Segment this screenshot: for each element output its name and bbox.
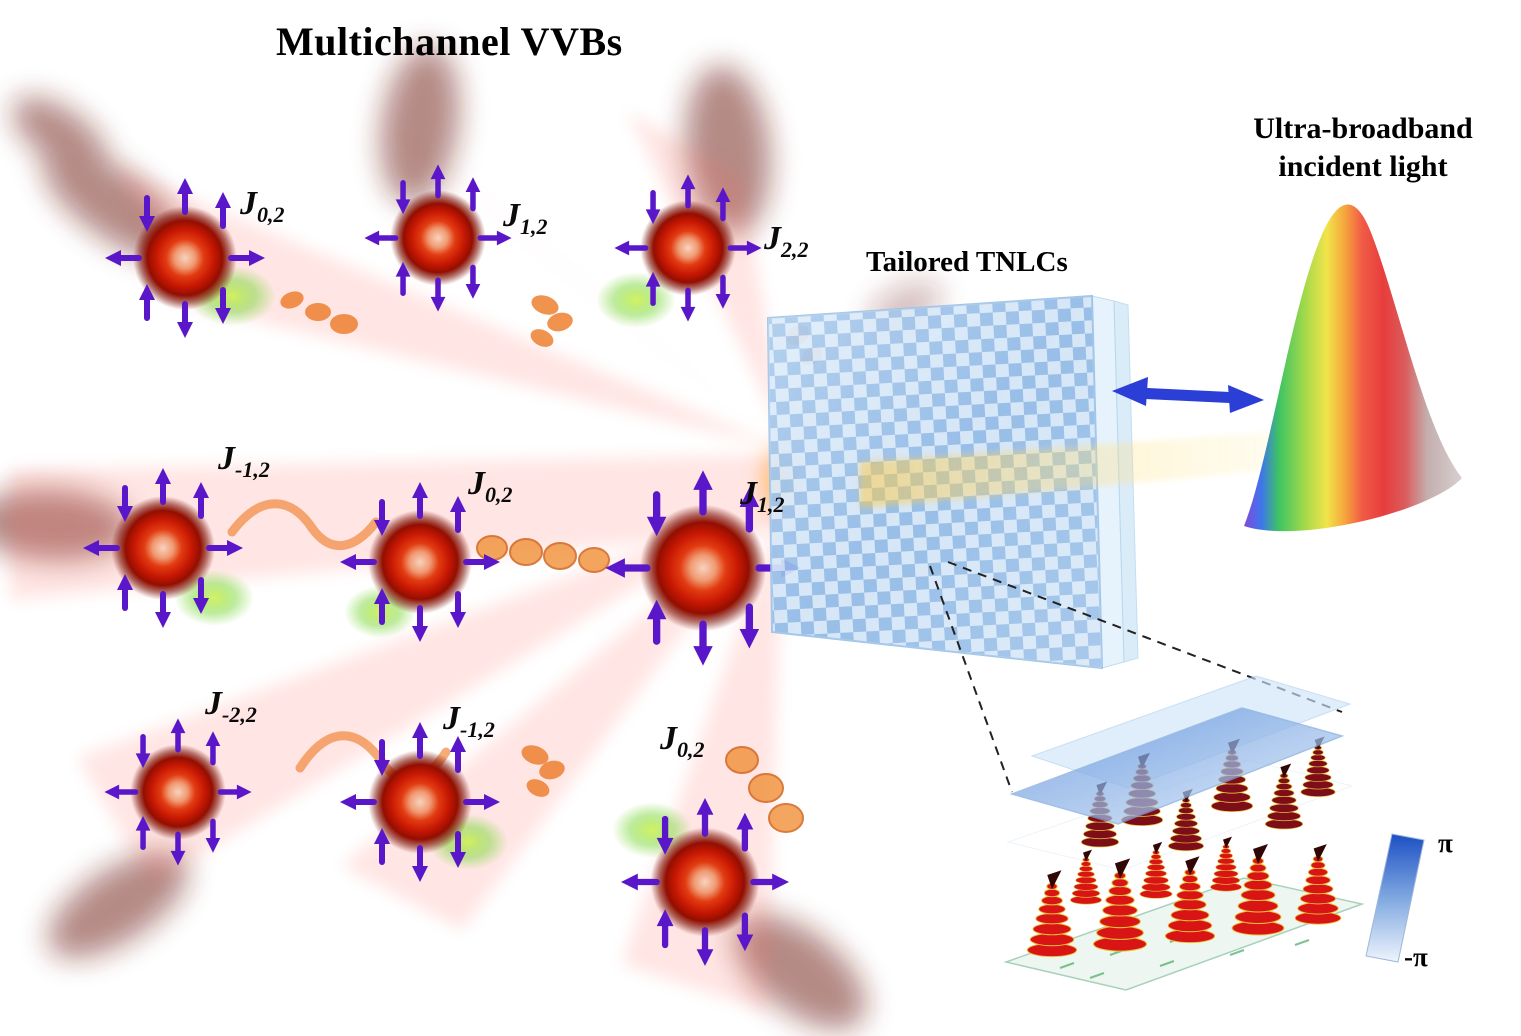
beam-label-5: J1,2 — [740, 475, 785, 518]
figure-title: Multichannel VVBs — [276, 19, 623, 64]
beam-label-0: J0,2 — [240, 185, 285, 228]
beam-symbol: J — [764, 220, 781, 257]
colorbar-top-label: π — [1438, 828, 1453, 858]
colorbar-bottom-label: -π — [1404, 942, 1428, 972]
beam-label-2: J2,2 — [764, 220, 809, 263]
double-arrow-icon — [1112, 377, 1264, 413]
beam-symbol: J — [660, 720, 677, 757]
beam-subscript: -2,2 — [222, 701, 257, 727]
incident-light-label: Ultra-broadband incident light — [1253, 112, 1473, 183]
beam-subscript: 0,2 — [257, 201, 285, 227]
beam-subscript: 0,2 — [485, 481, 513, 507]
beam-symbol: J — [218, 440, 235, 477]
beam-subscript: 0,2 — [677, 736, 705, 762]
incident-beam — [860, 430, 1300, 508]
beam-label-8: J0,2 — [660, 720, 705, 763]
beam-subscript: -1,2 — [460, 716, 495, 742]
spectrum-curve — [1244, 204, 1462, 532]
beam-label-7: J-1,2 — [443, 700, 495, 743]
beam-subscript: -1,2 — [235, 456, 270, 482]
beam-label-6: J-2,2 — [205, 685, 257, 728]
beam-symbol: J — [503, 197, 520, 234]
dashed-connector — [929, 561, 1343, 793]
beam-subscript: 1,2 — [757, 491, 785, 517]
beam-symbol: J — [443, 700, 460, 737]
lc-cell-inset — [1003, 675, 1425, 991]
beam-symbol: J — [240, 185, 257, 222]
phase-colorbar — [1365, 833, 1425, 963]
beam-label-3: J-1,2 — [218, 440, 270, 483]
beam-label-1: J1,2 — [503, 197, 548, 240]
beam-label-4: J0,2 — [468, 465, 513, 508]
beam-symbol: J — [205, 685, 222, 722]
tnlc-label: Tailored TNLCs — [866, 246, 1068, 278]
beam-subscript: 2,2 — [781, 236, 809, 262]
beam-symbol: J — [740, 475, 757, 512]
top-plate-front — [1009, 707, 1345, 825]
beam-subscript: 1,2 — [520, 213, 548, 239]
beam-symbol: J — [468, 465, 485, 502]
